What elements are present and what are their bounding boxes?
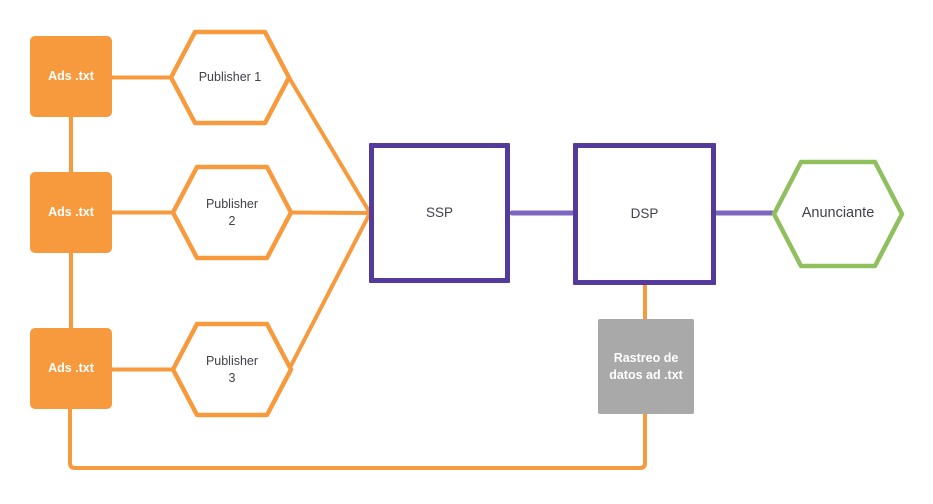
publisher-2-label: Publisher 2 bbox=[205, 196, 259, 228]
ads-txt-1-label: Ads .txt bbox=[48, 69, 94, 84]
dsp-node: DSP bbox=[573, 143, 716, 285]
ssp-label: SSP bbox=[425, 204, 453, 220]
publisher-1-node: Publisher 1 bbox=[168, 29, 292, 126]
edge-publisher3-ssp bbox=[287, 211, 372, 372]
publisher-1-hexagon-shape bbox=[168, 29, 292, 126]
edge-publisher1-ssp bbox=[287, 75, 372, 215]
publisher-2-node: Publisher 2 bbox=[170, 164, 294, 261]
ads-txt-3-label: Ads .txt bbox=[48, 361, 94, 376]
anunciante-hexagon-shape bbox=[771, 159, 905, 269]
anunciante-label: Anunciante bbox=[801, 205, 875, 222]
ads-txt-2-node: Ads .txt bbox=[30, 172, 112, 253]
publisher-1-label: Publisher 1 bbox=[198, 70, 262, 85]
ads-txt-1-node: Ads .txt bbox=[30, 36, 112, 117]
ads-txt-2-label: Ads .txt bbox=[48, 205, 94, 220]
ads-txt-3-node: Ads .txt bbox=[30, 328, 112, 409]
publisher-3-node: Publisher 3 bbox=[170, 321, 294, 418]
publisher-2-hexagon-shape bbox=[170, 164, 294, 261]
dsp-label: DSP bbox=[630, 205, 659, 221]
edge-dsp-rastreo-ads3-loop bbox=[68, 283, 647, 470]
edge-publisher2-ssp bbox=[288, 210, 372, 215]
ssp-node: SSP bbox=[369, 143, 510, 283]
rastreo-datos-label: Rastreo de datos ad .txt bbox=[609, 350, 683, 382]
publisher-3-label: Publisher 3 bbox=[205, 353, 259, 385]
rastreo-datos-node: Rastreo de datos ad .txt bbox=[598, 319, 694, 414]
publisher-3-hexagon-shape bbox=[170, 321, 294, 418]
anunciante-node: Anunciante bbox=[771, 159, 905, 269]
